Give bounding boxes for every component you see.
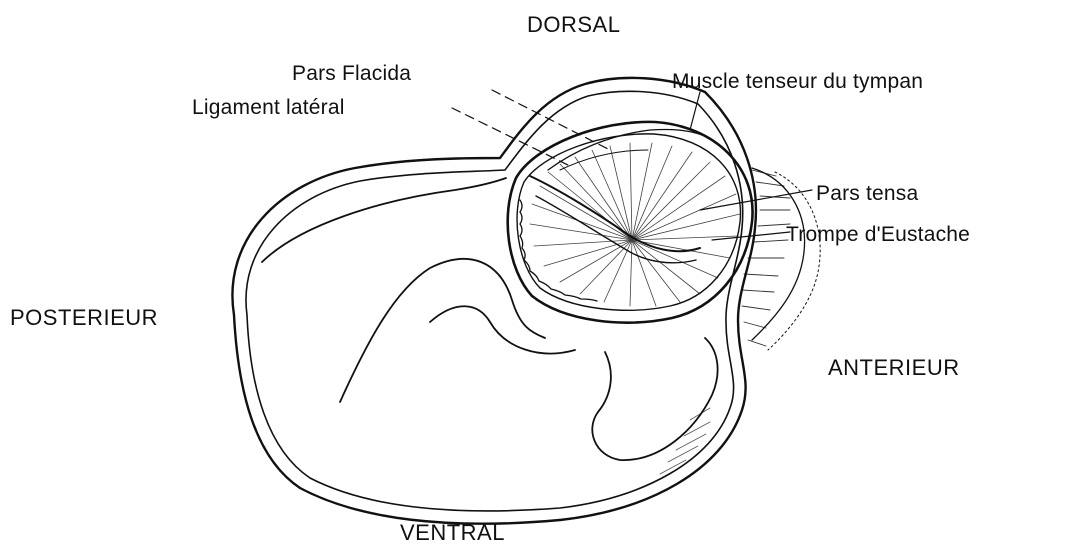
pars-tensa-label: Pars tensa xyxy=(816,182,918,206)
malleus xyxy=(530,176,700,251)
leader-pars-flacida xyxy=(492,90,610,150)
eustachian-tube-edge-dotted xyxy=(768,172,820,350)
dorsal-label: DORSAL xyxy=(527,13,620,37)
ligament-lateral-label: Ligament latéral xyxy=(192,96,345,120)
trompe-eustache-label: Trompe d'Eustache xyxy=(786,223,970,247)
eustachian-tube-edge xyxy=(752,168,805,340)
posterior-label: POSTERIEUR xyxy=(10,306,158,330)
muscle-tenseur-label: Muscle tenseur du tympan xyxy=(672,70,923,94)
septum-upper-left xyxy=(262,178,506,262)
pars-tensa-fibers xyxy=(530,143,740,306)
septum-middle xyxy=(430,306,575,353)
anterior-label: ANTERIEUR xyxy=(828,356,960,380)
pars-flacida-label: Pars Flacida xyxy=(292,62,411,86)
septum-left xyxy=(340,259,545,402)
annulus-scallop xyxy=(520,200,597,301)
eustachian-tube-hatching xyxy=(742,170,790,346)
ventral-label: VENTRAL xyxy=(400,521,505,545)
pars-flacida-fold xyxy=(560,150,648,170)
leader-muscle-tenseur xyxy=(690,92,700,130)
malleus-lower-edge xyxy=(536,196,696,263)
septum-right xyxy=(592,338,717,460)
